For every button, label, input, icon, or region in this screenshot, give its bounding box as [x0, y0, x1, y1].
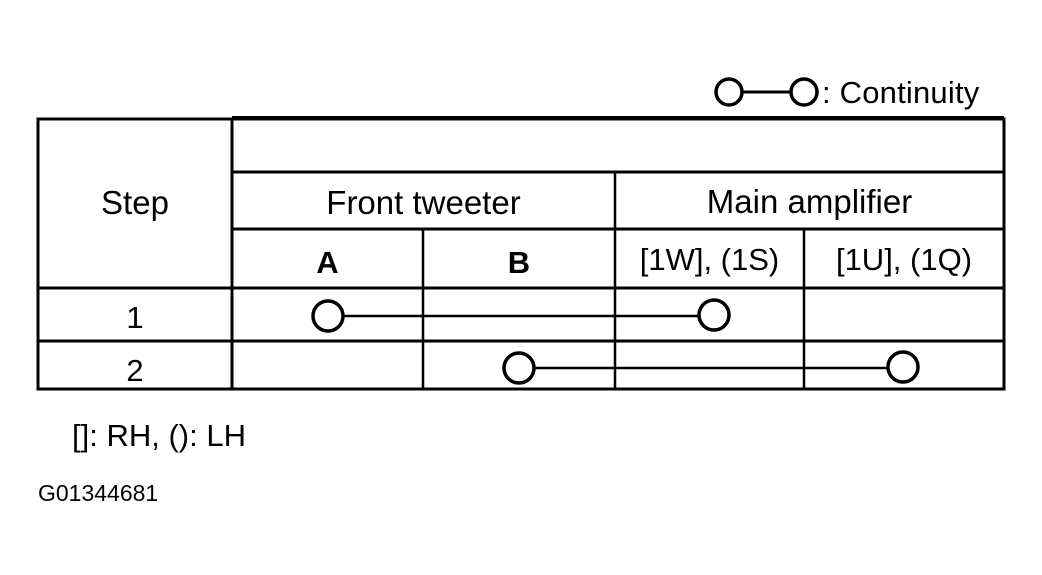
continuity-link-row-2	[502, 350, 920, 385]
continuity-node-icon	[886, 350, 920, 384]
figure-code: G01344681	[38, 480, 159, 506]
column-header-b: B	[507, 245, 531, 280]
group-header-main-amplifier: Main amplifier	[706, 183, 913, 220]
legend-label: : Continuity	[822, 75, 980, 110]
table-grid	[36, 116, 1006, 391]
column-header-a: A	[316, 245, 339, 280]
continuity-node-icon	[697, 298, 731, 332]
group-header-front-tweeter: Front tweeter	[326, 184, 521, 221]
continuity-node-icon	[311, 299, 345, 333]
continuity-node-icon	[502, 351, 536, 385]
side-note: []: RH, (): LH	[72, 418, 246, 453]
step-number-2: 2	[126, 353, 144, 388]
step-header: Step	[101, 184, 169, 221]
step-number-1: 1	[126, 300, 144, 335]
column-header-1w-1s: [1W], (1S)	[639, 242, 780, 277]
continuity-symbol-icon	[714, 77, 819, 107]
column-header-1u-1q: [1U], (1Q)	[835, 242, 973, 277]
continuity-link-row-1	[311, 298, 731, 333]
